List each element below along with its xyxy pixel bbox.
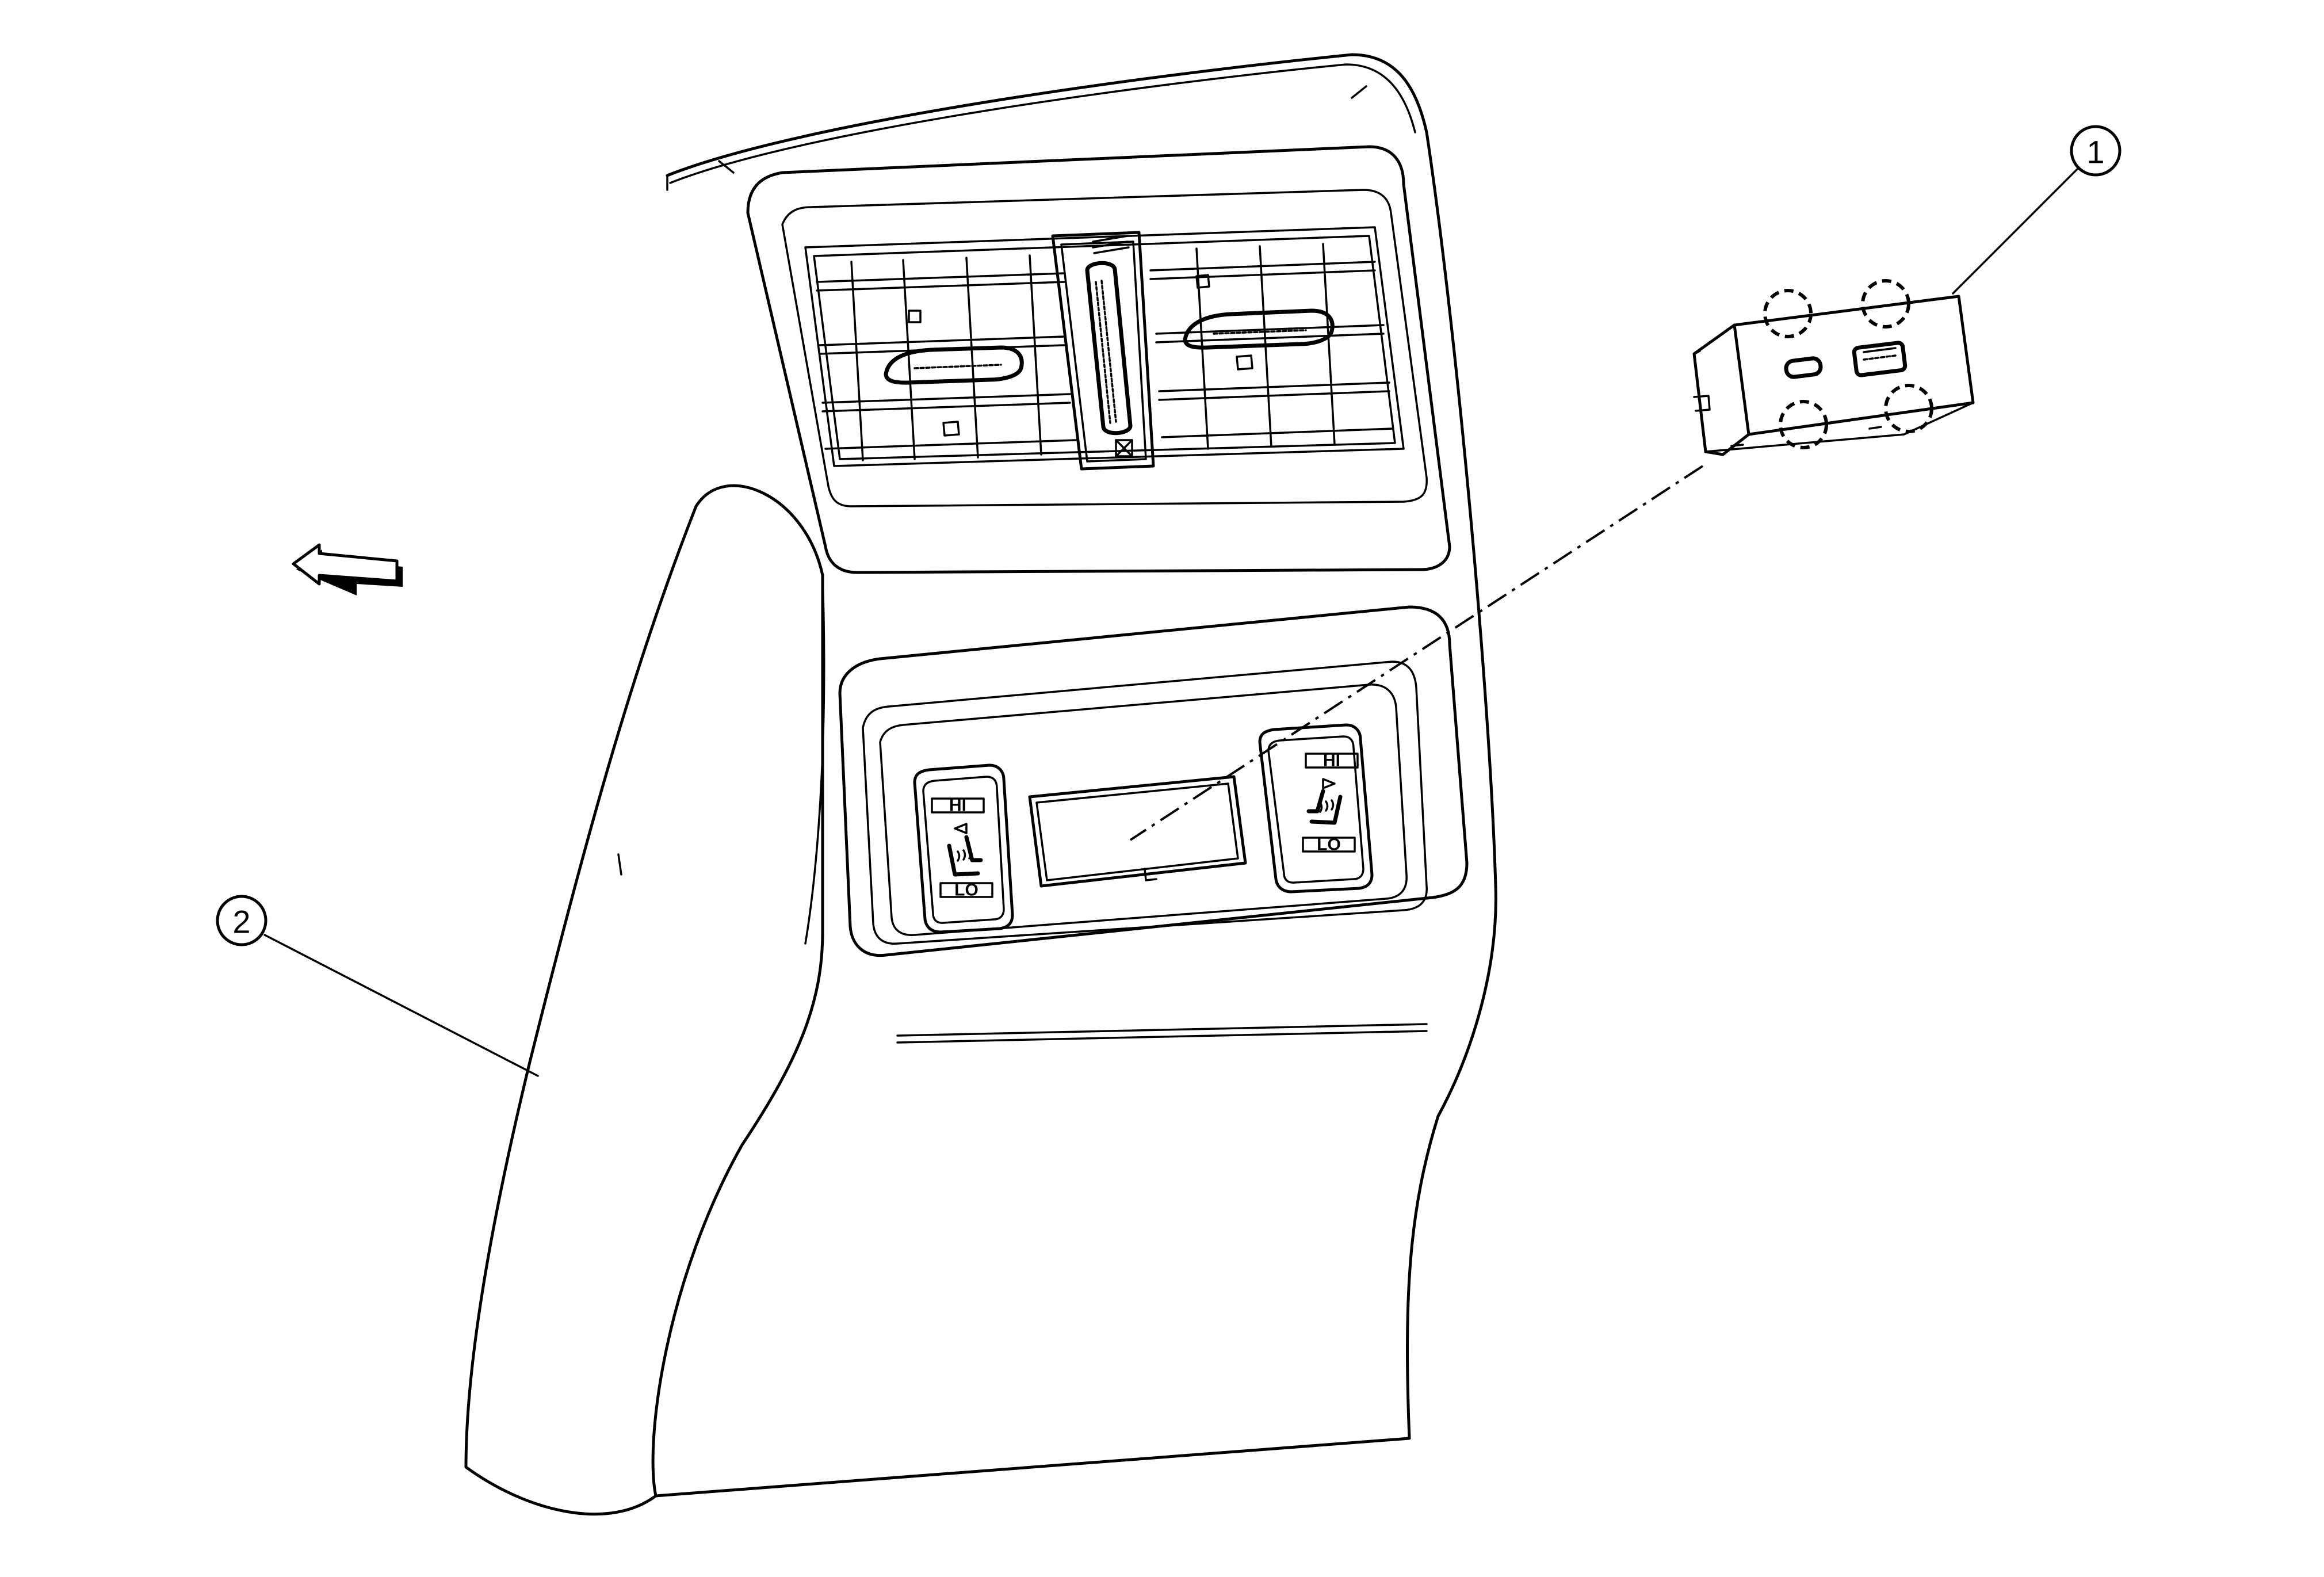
lo-label-right: LO [1317, 835, 1341, 854]
seat-heater-icon [1306, 778, 1343, 825]
rear-air-vent [746, 145, 1451, 574]
seat-heater-switch-bezel [838, 605, 1469, 957]
seat-heater-switch-left: HI LO [913, 763, 1014, 934]
usb-c-port-icon [1784, 356, 1823, 379]
callout-1: 1 [1952, 125, 2122, 295]
lo-label-left: LO [954, 881, 978, 900]
clip-location-icon [1779, 400, 1828, 449]
callout-2-label: 2 [232, 904, 250, 940]
usb-a-port-icon [1852, 341, 1908, 377]
hi-label-right: HI [1323, 751, 1340, 770]
console-finisher-panel [464, 53, 1497, 1516]
installation-line [1129, 465, 1704, 841]
direction-arrow-icon [292, 543, 403, 595]
clip-location-icon [1861, 279, 1910, 329]
seat-heater-icon [947, 823, 983, 877]
callout-1-label: 1 [2086, 134, 2104, 170]
clip-location-icon [1884, 384, 1933, 433]
hi-label-left: HI [949, 796, 966, 815]
callout-2: 2 [216, 895, 539, 1077]
clip-location-icon [1763, 289, 1813, 338]
seat-heater-switch-right: HI LO [1258, 723, 1374, 893]
usb-charging-port [1692, 279, 1975, 456]
